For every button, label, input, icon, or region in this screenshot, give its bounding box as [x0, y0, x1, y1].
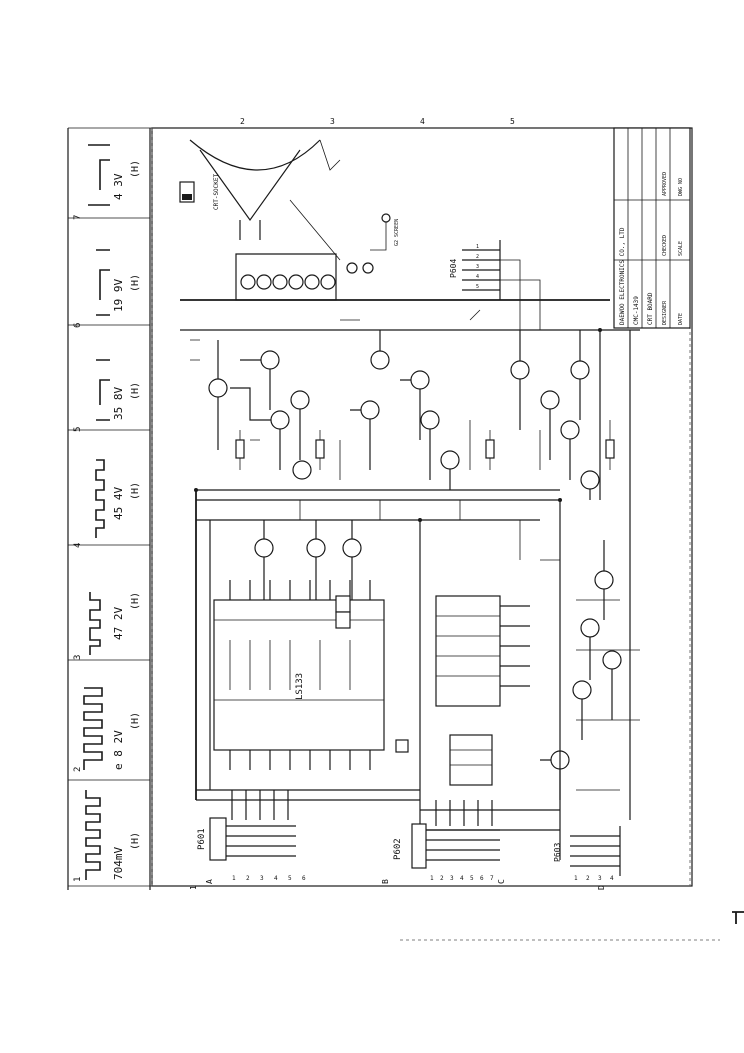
p603-pin-1: 1: [574, 875, 578, 882]
grid-col-2: 2: [240, 117, 245, 126]
grid-row-c: C: [497, 879, 506, 884]
p603-pin-3: 3: [598, 875, 602, 882]
grid-row-b: B: [381, 879, 390, 884]
title-row-dwg: DWG NO: [678, 178, 684, 196]
waveform-5-value: 35 8V: [112, 387, 125, 420]
p601-pin-6: 6: [302, 875, 306, 882]
p602-pin-2: 2: [440, 875, 444, 882]
ic-ls133: LS133: [213, 580, 409, 770]
title-row-designer: DESIGNER: [662, 300, 668, 325]
p601-pin-1: 1: [232, 875, 236, 882]
title-row-date: DATE: [678, 313, 684, 325]
circuit-wiring: [180, 299, 640, 860]
p601-pin-4: 4: [274, 875, 278, 882]
waveform-6-value: 19 9V: [112, 279, 125, 312]
middle-transistors: [254, 520, 622, 800]
crt-socket: CRT-SOCKET G2 SCREEN: [179, 139, 400, 301]
connector-p602-label: P602: [393, 838, 403, 860]
p603-pin-2: 2: [586, 875, 590, 882]
grid-markers: 1 2 3 4 5 A B C D: [189, 117, 606, 890]
p604-pin-1: 1: [476, 244, 479, 250]
grid-col-5: 5: [510, 117, 515, 126]
grid-row-d: D: [597, 885, 606, 890]
waveform-5-index: 5: [73, 427, 83, 432]
connector-p604: P604 1 2 3 4 5: [449, 240, 541, 330]
waveform-1-index: 1: [73, 877, 83, 882]
waveform-6-index: 6: [73, 323, 83, 328]
p602-pin-6: 6: [480, 875, 484, 882]
waveform-5-mode: (H): [130, 382, 141, 400]
waveform-1: 1 704mV (H): [73, 790, 141, 882]
waveform-3-index: 3: [73, 655, 83, 660]
p601-pin-5: 5: [288, 875, 292, 882]
connector-p604-label: P604: [449, 259, 458, 278]
waveform-1-mode: (H): [130, 832, 141, 850]
title-block: DAEWOO ELECTRONICS CO., LTD CMC-1439 CRT…: [613, 127, 691, 329]
waveform-3: 3 47 2V (H): [73, 592, 141, 660]
waveform-4-index: 4: [73, 543, 83, 548]
p604-pin-2: 2: [476, 254, 479, 260]
waveform-panel: 1 704mV (H) 2 e 8 2V (H) 3 47 2V (H) 4 4…: [68, 144, 150, 882]
waveform-3-value: 47 2V: [112, 607, 125, 640]
connector-p603: P603 1 2 3 4: [553, 826, 621, 882]
waveform-5: 5 35 8V (H): [73, 359, 141, 432]
p602-pin-4: 4: [460, 875, 464, 882]
waveform-3-mode: (H): [130, 592, 141, 610]
grid-col-4: 4: [420, 117, 425, 126]
p602-pin-5: 5: [470, 875, 474, 882]
sheet-border: [151, 127, 693, 887]
connector-p603-label: P603: [553, 843, 562, 862]
title-row-approved: APPROVED: [662, 172, 668, 196]
grid-row-a: A: [205, 879, 214, 884]
crt-socket-label: CRT-SOCKET: [213, 173, 220, 210]
title-model: CMC-1439: [633, 296, 640, 325]
connector-p601: P601 1 2 3 4 5 6: [197, 790, 306, 882]
ic-block-2: [435, 595, 530, 786]
waveform-4-mode: (H): [130, 482, 141, 500]
waveform-4: 4 45 4V (H): [73, 459, 141, 548]
p604-pin-4: 4: [476, 274, 479, 280]
p603-pin-4: 4: [610, 875, 614, 882]
title-name: CRT BOARD: [647, 292, 654, 325]
title-row-checked: CHECKED: [662, 235, 668, 256]
connector-p602: P602 1 2 3 4 5 6 7: [393, 800, 500, 882]
waveform-6: 6 19 9V (H): [73, 249, 141, 328]
waveform-6-mode: (H): [130, 274, 141, 292]
waveform-2: 2 e 8 2V (H): [73, 687, 141, 772]
connector-p601-label: P601: [197, 828, 207, 850]
p604-pin-5: 5: [476, 284, 479, 290]
grid-col-3: 3: [330, 117, 335, 126]
waveform-1-value: 704mV: [112, 847, 125, 880]
waveform-7-value: 4 3V: [112, 173, 125, 200]
title-company: DAEWOO ELECTRONICS CO., LTD: [619, 227, 626, 325]
waveform-4-value: 45 4V: [112, 487, 125, 520]
waveform-7: 7 4 3V (H): [73, 144, 141, 220]
misc-components: [190, 309, 640, 791]
g2-screen-label: G2 SCREEN: [394, 219, 400, 246]
p602-pin-7: 7: [490, 875, 494, 882]
video-output-stages: [208, 330, 615, 500]
title-row-scale: SCALE: [678, 241, 684, 256]
grid-col-1: 1: [189, 885, 198, 890]
p602-pin-1: 1: [430, 875, 434, 882]
waveform-2-value: e 8 2V: [112, 730, 125, 770]
p602-pin-3: 3: [450, 875, 454, 882]
p601-pin-3: 3: [260, 875, 264, 882]
p604-pin-3: 3: [476, 264, 479, 270]
p601-pin-2: 2: [246, 875, 250, 882]
waveform-2-index: 2: [73, 767, 83, 772]
waveform-7-index: 7: [73, 215, 83, 220]
waveform-7-mode: (H): [130, 160, 141, 178]
ic-ls133-label: LS133: [295, 673, 305, 700]
waveform-2-mode: (H): [130, 712, 141, 730]
